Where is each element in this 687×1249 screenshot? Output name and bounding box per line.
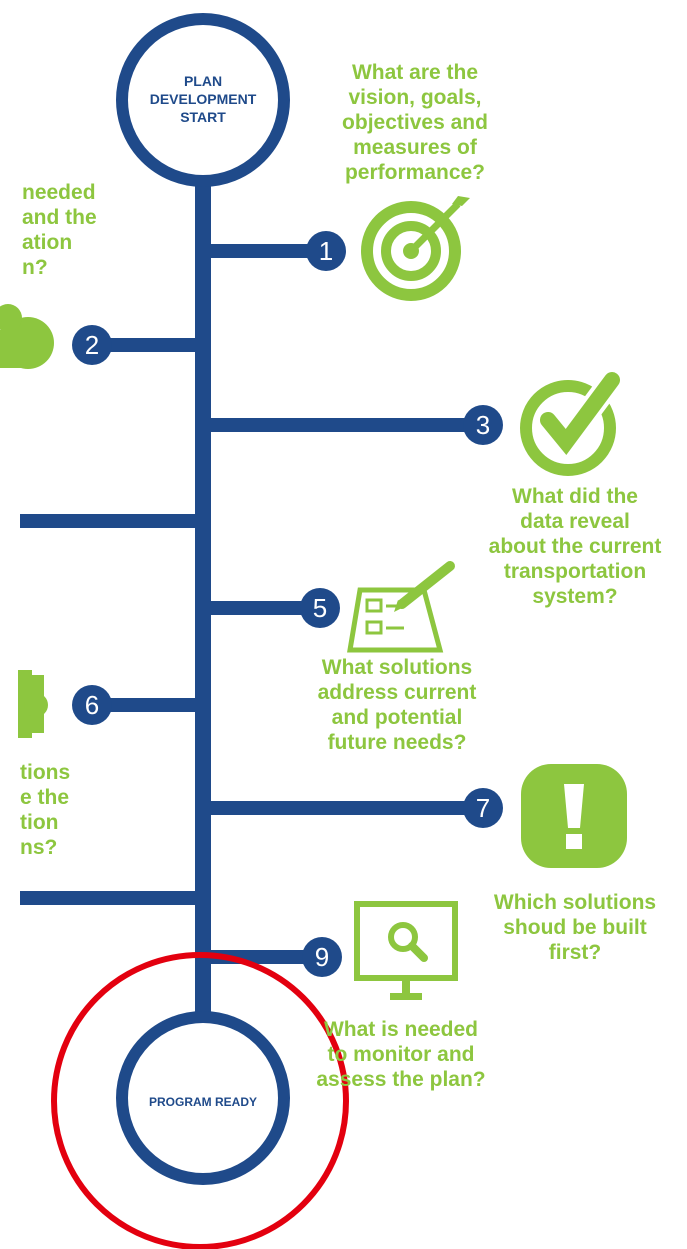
step-7-question: Which solutions shoud be built first?: [493, 891, 657, 964]
target-icon: [361, 196, 470, 301]
step-badge-6: 6: [72, 685, 112, 725]
step-badge-5: 5: [300, 588, 340, 628]
start-node-circle: [116, 13, 290, 187]
step-number-5: 5: [313, 593, 327, 623]
step-number-7: 7: [476, 793, 490, 823]
left-partial-question-a: needed and the ation n?: [22, 181, 97, 279]
start-node-label: PLAN DEVELOPMENT START: [149, 73, 257, 125]
checkmark-icon: [520, 372, 622, 476]
monitor-search-icon: [354, 901, 458, 1000]
step-badge-9: 9: [302, 937, 342, 977]
step-1-question: What are the vision, goals, objectives a…: [342, 61, 488, 184]
step-badge-2: 2: [72, 325, 112, 365]
step-number-9: 9: [315, 942, 329, 972]
step-9-question: What is needed to monitor and assess the…: [316, 1018, 486, 1091]
exclamation-icon: [521, 764, 627, 868]
highlight-annotation-circle: [51, 952, 349, 1249]
end-node-circle: [116, 1011, 290, 1185]
step-3-question: What did the data reveal about the curre…: [488, 485, 662, 608]
step-number-1: 1: [319, 236, 333, 266]
step-5-question: What solutions address current and poten…: [317, 656, 477, 754]
step-number-6: 6: [85, 690, 99, 720]
step-number-2: 2: [85, 330, 99, 360]
puzzle-icon: [18, 670, 48, 738]
left-partial-question-b: tions e the tion ns?: [20, 761, 71, 859]
cloud-icon: [0, 304, 54, 369]
step-badge-7: 7: [463, 788, 503, 828]
checklist-pencil-icon: [347, 561, 455, 653]
end-node-label: PROGRAM READY: [148, 1095, 257, 1109]
step-badge-1: 1: [306, 231, 346, 271]
step-number-3: 3: [476, 410, 490, 440]
step-badge-3: 3: [463, 405, 503, 445]
